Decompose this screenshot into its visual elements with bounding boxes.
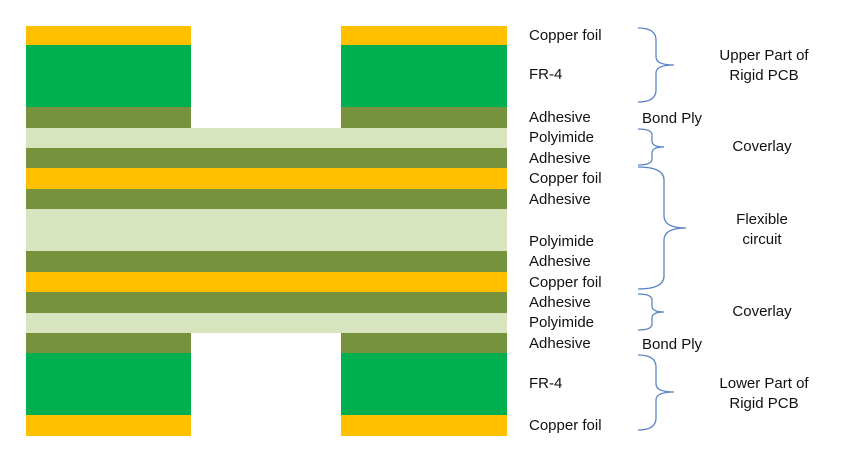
lower-coverlay-adhesive-label: Adhesive [529, 294, 591, 311]
lower-copper-foil-label: Copper foil [529, 417, 602, 434]
upper-fr4-label: FR-4 [529, 66, 563, 83]
flex-lower-copper-foil-layer [26, 272, 507, 292]
flex-upper-adhesive-label: Adhesive [529, 191, 591, 208]
upper-rigid-pcb-label: Upper Part of Rigid PCB [695, 46, 833, 86]
lower-coverlay-adhesive-layer [26, 292, 507, 313]
flex-lower-adhesive-layer [26, 251, 507, 272]
flex-lower-adhesive-label: Adhesive [529, 253, 591, 270]
upper-bondply-adhesive-label: Adhesive [529, 109, 591, 126]
lower-rigid-pcb-label-line1: Lower Part of [719, 375, 809, 392]
flex-upper-copper-foil-label: Copper foil [529, 170, 602, 187]
upper-fr4-layer-right [341, 45, 507, 107]
upper-coverlay-label-text: Coverlay [732, 138, 792, 155]
upper-fr4-layer-left [26, 45, 191, 107]
upper-rigid-pcb-label-line2: Rigid PCB [729, 67, 799, 84]
flex-polyimide-core-layer [26, 209, 507, 251]
upper-coverlay-adhesive-layer [26, 148, 507, 168]
upper-copper-foil-layer-right [341, 26, 507, 45]
upper-coverlay-polyimide-label: Polyimide [529, 129, 595, 146]
flex-upper-copper-foil-layer [26, 168, 507, 189]
lower-coverlay-label-text: Coverlay [732, 303, 792, 320]
upper-bond-ply-label: Bond Ply [642, 110, 703, 127]
lower-bondply-adhesive-layer-right [341, 333, 507, 353]
lower-fr4-layer-left [26, 353, 191, 415]
lower-bondply-adhesive-label: Adhesive [529, 335, 591, 352]
upper-bondply-adhesive-layer-left [26, 107, 191, 128]
lower-coverlay-polyimide-layer [26, 313, 507, 333]
flex-upper-adhesive-layer [26, 189, 507, 209]
upper-copper-foil-label: Copper foil [529, 27, 602, 44]
lower-copper-foil-layer-left [26, 415, 191, 436]
flex-polyimide-core-label: Polyimide [529, 233, 595, 250]
lower-rigid-pcb-label-line2: Rigid PCB [729, 395, 799, 412]
lower-coverlay-label: Coverlay [712, 302, 812, 322]
flexible-circuit-label-line2: circuit [742, 231, 782, 248]
flexible-circuit-label-line1: Flexible [736, 211, 788, 228]
lower-fr4-layer-right [341, 353, 507, 415]
upper-coverlay-adhesive-label: Adhesive [529, 150, 591, 167]
lower-bondply-adhesive-layer-left [26, 333, 191, 353]
upper-copper-foil-layer-left [26, 26, 191, 45]
flex-lower-copper-foil-label: Copper foil [529, 274, 602, 291]
lower-rigid-pcb-label: Lower Part of Rigid PCB [695, 374, 833, 414]
upper-bondply-adhesive-layer-right [341, 107, 507, 128]
lower-bond-ply-label: Bond Ply [642, 336, 703, 353]
upper-coverlay-polyimide-layer [26, 128, 507, 148]
lower-copper-foil-layer-right [341, 415, 507, 436]
upper-rigid-pcb-label-line1: Upper Part of [719, 47, 809, 64]
upper-coverlay-label: Coverlay [712, 137, 812, 157]
flexible-circuit-label: Flexible circuit [712, 210, 812, 250]
lower-fr4-label: FR-4 [529, 375, 563, 392]
lower-coverlay-polyimide-label: Polyimide [529, 314, 595, 331]
